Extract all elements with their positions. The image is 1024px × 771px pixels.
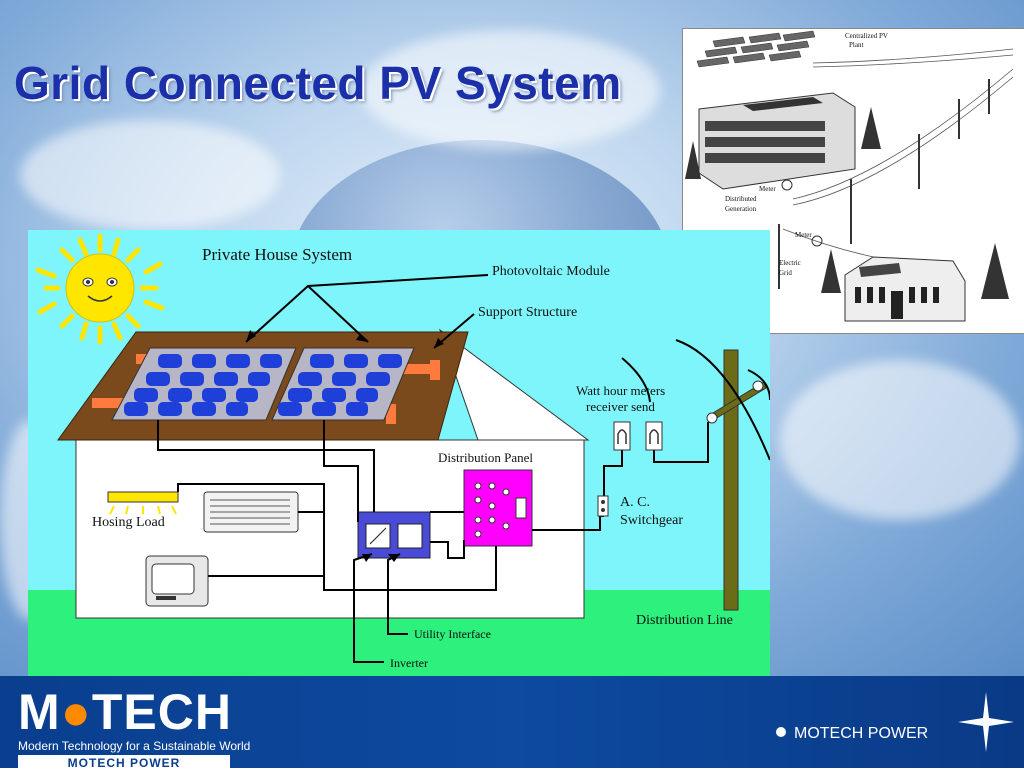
- motech-logo: M●TECH Modern Technology for a Sustainab…: [18, 686, 250, 771]
- label-support-structure: Support Structure: [478, 305, 577, 320]
- private-house-diagram: Private House System: [28, 230, 771, 676]
- bullet-icon: [776, 727, 786, 737]
- label-ac: A. C.: [620, 495, 650, 510]
- watt-hour-meter-receiver-icon: [613, 421, 631, 451]
- label-grid: Grid: [779, 269, 792, 277]
- label-utility-interface: Utility Interface: [414, 627, 491, 641]
- label-electric: Electric: [779, 259, 801, 267]
- house-gable: [438, 328, 590, 441]
- label-distribution-line: Distribution Line: [636, 613, 733, 628]
- light-fixture-icon: [107, 491, 179, 503]
- label-meter-1: Meter: [759, 185, 776, 193]
- label-watt-hour-meters: Watt hour meters: [576, 383, 665, 398]
- footer-brand-text: MOTECH POWER: [776, 725, 928, 743]
- label-receiver-send: receiver send: [586, 399, 655, 414]
- diagram-title: Private House System: [202, 245, 352, 264]
- air-conditioner-icon: [203, 491, 299, 533]
- utility-pole-icon: [621, 339, 771, 611]
- cloud: [360, 30, 660, 150]
- label-meter-2: Meter: [795, 231, 812, 239]
- label-switchgear: Switchgear: [620, 513, 683, 528]
- inverter-icon: [357, 511, 431, 559]
- sun-icon: [35, 233, 165, 345]
- label-inverter: Inverter: [390, 656, 428, 670]
- footer-bar: [0, 676, 1024, 768]
- pv-module-right: [271, 347, 415, 421]
- ac-switchgear-icon: [597, 495, 609, 517]
- pv-module-left: [111, 347, 297, 421]
- logo-wordmark: M●TECH: [18, 684, 232, 740]
- cloud: [780, 360, 1020, 520]
- logo-tagline: Modern Technology for a Sustainable Worl…: [18, 739, 251, 753]
- label-pv-module: Photovoltaic Module: [492, 264, 610, 279]
- distribution-panel-icon: [463, 469, 533, 547]
- sparkle-star-icon: [958, 692, 1014, 752]
- logo-brand-bar: MOTECH POWER: [18, 755, 230, 771]
- television-icon: [145, 555, 209, 607]
- logo-orange-dot-icon: ●: [60, 684, 92, 740]
- label-distribution-panel: Distribution Panel: [438, 450, 533, 465]
- watt-hour-meter-send-icon: [645, 421, 663, 451]
- label-distributed: Distributed: [725, 195, 757, 203]
- label-plant: Plant: [849, 41, 863, 49]
- label-housing-load: Hosing Load: [92, 515, 165, 530]
- label-generation: Generation: [725, 205, 757, 213]
- label-centralized: Centralized PV: [845, 32, 888, 40]
- cloud: [20, 120, 280, 230]
- slide-title: Grid Connected PV System: [14, 57, 622, 109]
